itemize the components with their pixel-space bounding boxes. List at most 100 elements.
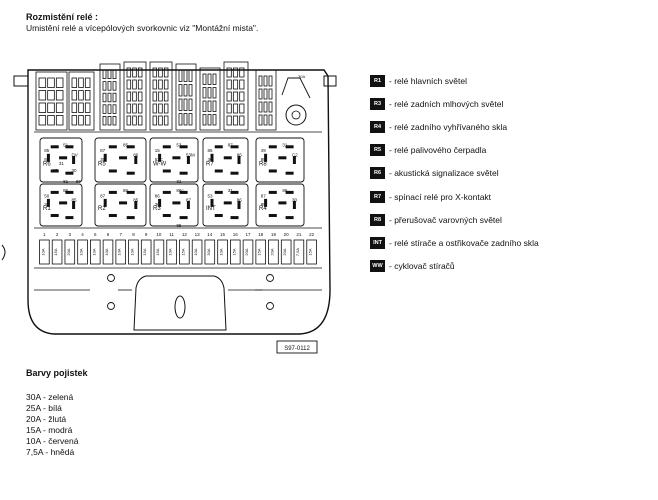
fuse-number: 22 [309,232,315,237]
fuse-number: 10 [156,232,162,237]
relay-pin-label: 86 [63,188,69,193]
fuse-rating: 20A [66,248,71,255]
relay-pin-label: 53 [208,194,214,199]
relay-pin-label: 85 [176,223,182,228]
legend-description: - relé stírače a ostřikovače zadního skl… [389,237,539,248]
fuse-rating: 10A [79,248,84,255]
relay-pin-label: 86 [155,194,161,199]
relay-pin-label: 87 [228,142,234,147]
relay-pin-label: 87 [100,148,106,153]
relay-label: R7 [206,161,214,167]
fuse-slot: 17 20A [242,232,254,265]
fuse-color-item: 7,5A - hnědá [26,447,75,457]
relay-pin-label: 30 [44,202,50,207]
relay-pin-label: 86 [282,188,288,193]
fuse-rating: 10A [104,248,109,255]
legend-description: - akustická signalizace světel [389,168,499,179]
legend-item: R8- přerušovač varovných světel [370,208,539,231]
fuse-number: 3 [69,232,72,237]
relay-code-badge: R7 [370,190,385,203]
legend-description: - relé zadního vyhřívaného skla [389,121,508,132]
fuse-rating: 20A [269,248,274,255]
relay-pin-label: 15 [53,168,59,173]
fuse-number: 21 [296,232,302,237]
relay-label: R1 [43,206,51,212]
relay-pin-label: 86 [76,179,82,184]
fuse-rating: 10A [193,248,198,255]
relay-pin-label: 85 [133,198,139,203]
relay-pin-label: 30 [72,168,78,173]
fuse-slot: 19 20A [268,232,279,265]
relay-pin-label: 85 [72,198,78,203]
relay-pin-label: 86 [237,198,243,203]
relay-pin-label: 30 [292,198,298,203]
fuse-rating: 30A [206,248,211,255]
relay-pin-label: 86c [176,188,184,193]
page-subheading: Umistění relé a vícepólových svorkovnic … [26,23,259,33]
fuse-number: 20 [284,232,290,237]
fuse-number: 6 [107,232,110,237]
fuse-rating: 20A [244,248,249,255]
fuse-slot: 217,5A [293,232,305,265]
relay-pin-label: 31 [282,142,288,147]
diagram-code: S97-0112 [284,346,310,352]
fuse-slot: 3 20A [64,232,76,265]
relay-grid: R68551DV868130153186R587858630W-W155353M… [39,137,305,228]
relay-code-badge: R5 [370,144,385,157]
fuse-rating: 10A [219,248,224,255]
connector-5 [149,61,173,131]
fuse-rating: 10A [117,248,122,255]
fuse-rating: 15A [231,248,236,255]
connector-8 [223,61,249,131]
fuse-number: 19 [271,232,277,237]
connector-9 [255,69,277,131]
relay-pin-label: 31 [228,188,234,193]
fuse-number: 17 [245,232,251,237]
relay-pin-label: 85 [123,142,129,147]
fuse-colors-title: Barvy pojistek [26,368,88,378]
fuse-rating: 20A [282,248,287,255]
legend-item: R4- relé zadního vyhřívaného skla [370,115,539,138]
relay-pin-label: 15 [155,148,161,153]
fuse-color-item: 30A - zelená [26,392,74,402]
relay-code-badge: R6 [370,167,385,180]
relay-pin-label: 85 [261,202,267,207]
fuse-rating: 10A [168,248,173,255]
relay-pin-label: 86 [237,152,243,157]
relay-box-diagram: 30A R68551DV868130153186R587858630W-W155… [1,61,337,354]
fuse-number: 11 [169,232,174,237]
fuse-slot: 6 10A [102,232,114,265]
fuse-rating: 15A [155,248,160,255]
fuse-number: 8 [132,232,135,237]
relay-pin-label: 86 [44,157,50,162]
connector-3 [99,63,121,131]
fuse-color-item: 20A - žlutá [26,414,67,424]
relay-pin-label: 53 [176,142,182,147]
legend-description: - přerušovač varovných světel [389,214,502,225]
relay-pin-label: C2 [292,152,298,157]
legend-item: R7- spínací relé pro X-kontakt [370,185,539,208]
legend-description: - relé palivového čerpadla [389,145,487,156]
legend-item: R5 - relé palivového čerpadla [370,139,539,162]
relay-label: R8 [259,161,267,167]
legend-item: WW- cyklovač stíračů [370,255,539,278]
fuse-slot: 10 15A [153,232,165,265]
